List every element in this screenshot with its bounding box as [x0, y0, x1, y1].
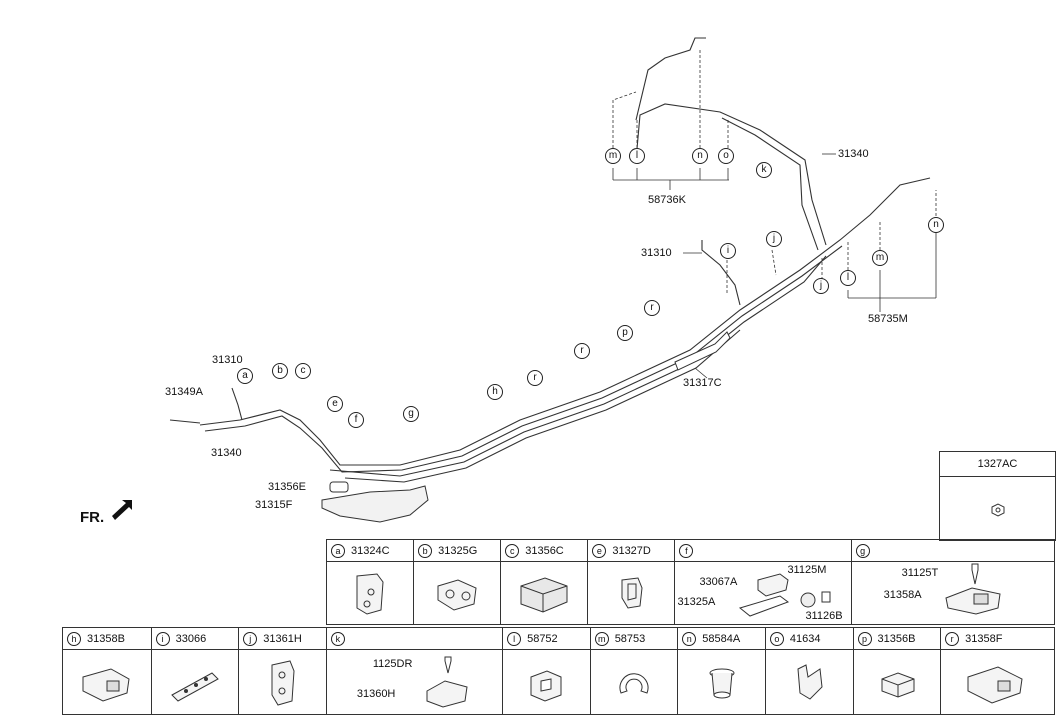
marker-f: f [348, 412, 364, 428]
fuel-line-drawing [112, 37, 937, 523]
part-image-31356C [500, 561, 589, 625]
marker-r: r [644, 300, 660, 316]
part-image-33066 [150, 649, 240, 715]
part-image-31358B [62, 649, 152, 715]
part-header-g: g [850, 539, 1056, 562]
fuel-tube-31310-mid [701, 240, 741, 306]
marker-r: r [527, 370, 543, 386]
sub-part-1125DR: 1125DR [372, 658, 413, 670]
part-image-group-k: 1125DR 31360H [325, 649, 504, 715]
front-arrow-icon [112, 500, 132, 520]
fuel-tube-main-3 [329, 255, 827, 477]
marker-p: p [617, 325, 633, 341]
marker-o: o [718, 148, 734, 164]
part-image-31361H [238, 649, 327, 715]
marker-m: m [605, 148, 621, 164]
marker-h: h [487, 384, 503, 400]
callout-58735M: 58735M [868, 313, 908, 325]
part-header-k: k [325, 627, 504, 650]
marker-r: r [574, 343, 590, 359]
leader-58735M [847, 232, 937, 312]
nut-icon [991, 503, 1005, 517]
fuel-tube-main-1 [199, 177, 931, 466]
part-image-group-g: 31125T 31358A [850, 561, 1056, 625]
part-image-31327D [587, 561, 676, 625]
leader-31317C [694, 367, 708, 379]
callout-31340-left: 31340 [211, 447, 242, 459]
marker-j: j [766, 231, 782, 247]
callout-31310-mid: 31310 [641, 247, 672, 259]
marker-n: n [928, 217, 944, 233]
fuel-tube-upper-2 [721, 117, 819, 251]
fuel-tube-main-4 [344, 329, 741, 483]
leader-dashed [612, 50, 937, 295]
block-31356E [329, 481, 349, 493]
sub-part-31126B: 31126B [805, 610, 843, 622]
part-image-31356B [852, 649, 942, 715]
callout-31310-left: 31310 [212, 354, 243, 366]
sub-part-31325A: 31325A [677, 596, 716, 608]
bracket-31317C [674, 331, 731, 371]
part-number-1327AC: 1327AC [940, 452, 1055, 477]
marker-b: b [272, 363, 288, 379]
fuel-tube-upper-3 [635, 37, 706, 121]
shield-31315F [321, 485, 429, 523]
sub-part-31125T: 31125T [901, 567, 939, 579]
fuel-tube-main-2 [204, 245, 843, 473]
marker-l: l [840, 270, 856, 286]
marker-g: g [403, 406, 419, 422]
marker-j: j [813, 278, 829, 294]
marker-e: e [327, 396, 343, 412]
marker-n: n [692, 148, 708, 164]
part-image-31358F [940, 649, 1055, 715]
marker-k: k [756, 162, 772, 178]
part-image-group-f: 33067A 31125M 31325A 31126B [674, 561, 852, 625]
fuel-tube-upper-1 [635, 103, 827, 246]
marker-a: a [237, 368, 253, 384]
marker-c: c [295, 363, 311, 379]
sub-part-31360H: 31360H [356, 688, 396, 700]
fuel-tube-31349A [169, 419, 201, 424]
callout-58736K: 58736K [648, 194, 686, 206]
part-image-58584A [677, 649, 766, 715]
marker-l: l [629, 148, 645, 164]
sub-part-33067A: 33067A [699, 576, 738, 588]
part-image-58753 [589, 649, 679, 715]
part-image-58752 [502, 649, 591, 715]
part-image-41634 [764, 649, 854, 715]
callout-31356E: 31356E [268, 481, 306, 493]
front-direction-label: FR. [80, 509, 105, 526]
marker-i: i [720, 243, 736, 259]
marker-m: m [872, 250, 888, 266]
callout-31317C: 31317C [683, 377, 722, 389]
callout-31349A: 31349A [165, 386, 203, 398]
part-box-1327AC: 1327AC [939, 451, 1056, 541]
sub-part-31125M: 31125M [787, 564, 827, 576]
fuel-tube-31310-left [231, 387, 243, 421]
fuel-line-diagram: FR. 31340 58736K 58735M 31310 31317C 313… [80, 37, 944, 526]
part-header-f: f [674, 539, 852, 562]
leader-58736K [612, 168, 729, 190]
callout-31340-top: 31340 [838, 148, 869, 160]
sub-part-31358A: 31358A [883, 589, 922, 601]
part-image-31325G [413, 561, 502, 625]
callout-31315F: 31315F [255, 499, 293, 511]
part-image-31324C [325, 561, 415, 625]
